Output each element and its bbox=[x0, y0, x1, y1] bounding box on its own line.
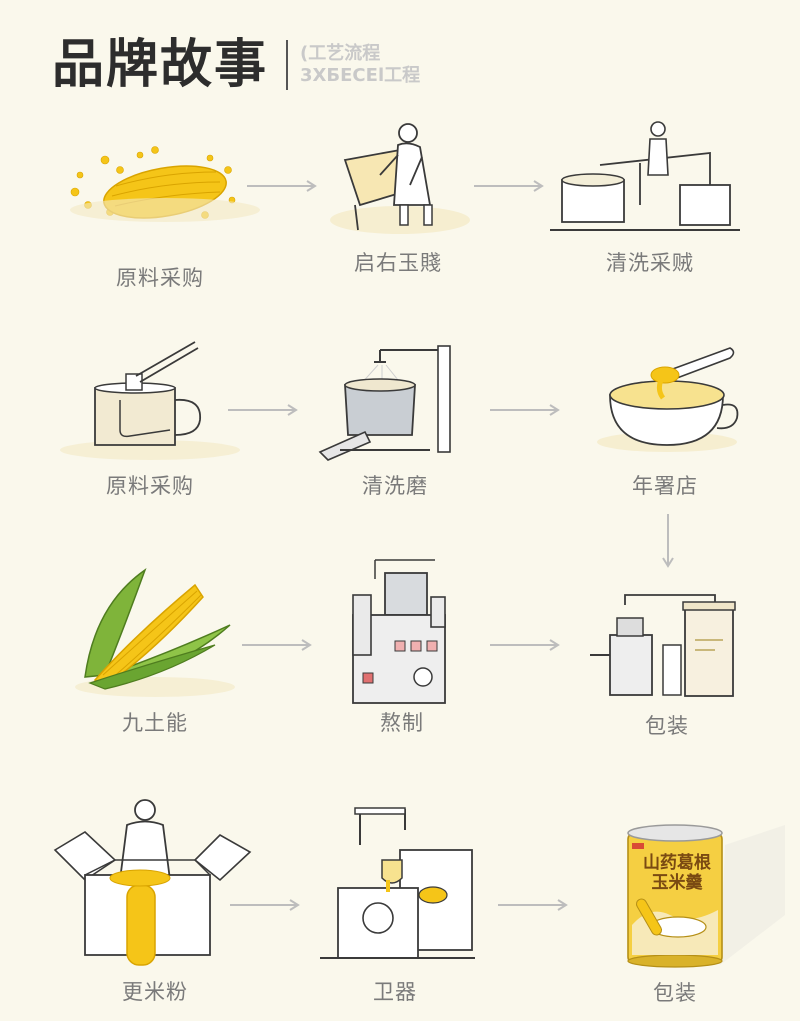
subtitle-line-2: 3XБЕСЕl工程 bbox=[300, 65, 421, 86]
step-10: 更米粉 bbox=[45, 790, 265, 1004]
corn-kernels-icon bbox=[70, 146, 260, 222]
step-7: 九土能 bbox=[45, 565, 265, 735]
page-title: 品牌故事 bbox=[52, 35, 269, 95]
step-2: 启右玉賤 bbox=[290, 115, 510, 285]
step-9-label: 包装 bbox=[645, 714, 689, 738]
step-4-label: 原料采购 bbox=[106, 474, 194, 498]
step-1-label: 原料采购 bbox=[116, 266, 204, 290]
arrow-right-icon bbox=[490, 404, 560, 416]
soaking-tank-icon bbox=[60, 341, 240, 460]
arrow-right-icon bbox=[228, 404, 298, 416]
page-subtitle: (工艺流程 3XБЕСЕl工程 bbox=[300, 43, 420, 87]
step-6-label: 年署店 bbox=[632, 474, 698, 498]
step-5-label: 清洗磨 bbox=[362, 474, 428, 498]
product-name-line-2: 玉米羹 bbox=[651, 873, 703, 893]
arrow-down-icon bbox=[662, 514, 674, 568]
header: 品牌故事 (工艺流程 3XБЕСЕl工程 bbox=[52, 30, 420, 100]
grinder-icon bbox=[318, 345, 451, 461]
step-12: 山药葛根 玉米羹 包装 bbox=[570, 815, 790, 1005]
step-7-label: 九土能 bbox=[122, 711, 188, 735]
step-9: 包装 bbox=[565, 580, 785, 750]
dispenser-icon bbox=[320, 807, 475, 959]
step-1: 原料采购 bbox=[50, 130, 270, 300]
subtitle-line-1: (工艺流程 bbox=[300, 43, 381, 64]
porridge-bowl-icon bbox=[597, 347, 739, 452]
packaging-machine-icon bbox=[590, 594, 736, 697]
step-2-label: 启右玉賤 bbox=[354, 251, 442, 275]
step-11: 卫器 bbox=[290, 800, 510, 1004]
worker-sorting-icon bbox=[330, 123, 470, 234]
step-4: 原料采购 bbox=[40, 340, 260, 510]
product-name-line-1: 山药葛根 bbox=[643, 853, 711, 873]
product-can-icon bbox=[627, 824, 785, 968]
step-3: 清洗采贼 bbox=[540, 115, 760, 285]
product-name: 山药葛根 玉米羹 bbox=[632, 853, 722, 893]
step-11-label: 卫器 bbox=[373, 980, 417, 1004]
step-10-label: 更米粉 bbox=[122, 980, 188, 1004]
arrow-right-icon bbox=[247, 180, 317, 192]
step-12-label: 包装 bbox=[653, 981, 697, 1005]
step-3-label: 清洗采贼 bbox=[606, 251, 694, 275]
arrow-right-icon bbox=[474, 180, 544, 192]
step-5: 清洗磨 bbox=[290, 340, 510, 510]
arrow-right-icon bbox=[230, 899, 300, 911]
corn-cob-icon bbox=[75, 568, 235, 697]
step-8-label: 熬制 bbox=[380, 711, 424, 735]
step-8: 熬制 bbox=[295, 555, 515, 735]
title-divider bbox=[286, 40, 289, 90]
arrow-right-icon bbox=[490, 639, 560, 651]
step-6: 年署店 bbox=[565, 340, 785, 510]
washing-machine-icon bbox=[550, 121, 740, 231]
arrow-right-icon bbox=[498, 899, 568, 911]
cooking-machine-icon bbox=[352, 559, 446, 704]
arrow-right-icon bbox=[242, 639, 312, 651]
worker-box-icon bbox=[53, 799, 252, 966]
